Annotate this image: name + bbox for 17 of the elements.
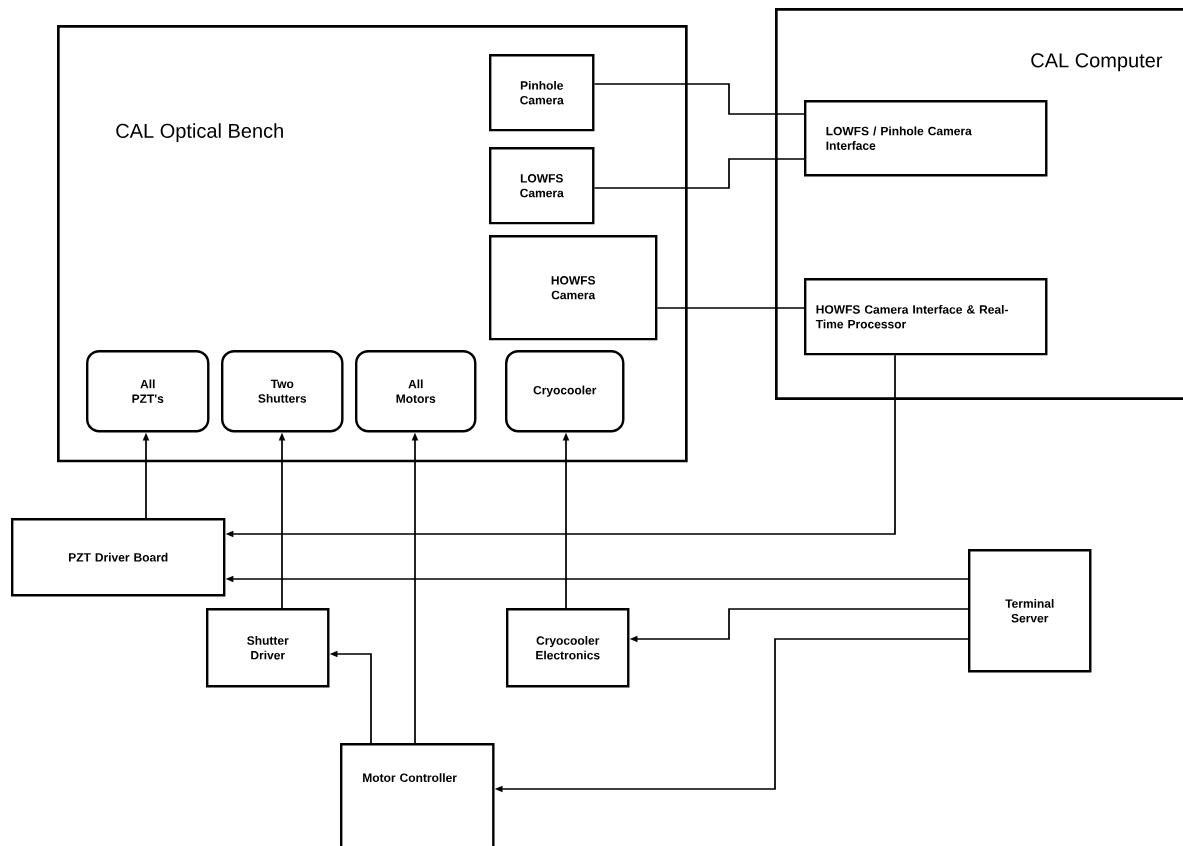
rounded-box: Cryocooler bbox=[505, 350, 625, 433]
process-box: LOWFS / Pinhole Camera Interface bbox=[804, 100, 1048, 177]
connector-line bbox=[593, 158, 805, 189]
rounded-box: All PZT's bbox=[86, 350, 210, 433]
process-box: LOWFS Camera bbox=[489, 147, 595, 225]
process-box: Shutter Driver bbox=[206, 608, 330, 688]
process-box: Terminal Server bbox=[968, 549, 1092, 673]
process-box: Cryocooler Electronics bbox=[506, 608, 630, 688]
connector-line bbox=[656, 307, 805, 309]
process-box: HOWFS Camera Interface & Real-Time Processor bbox=[804, 278, 1048, 356]
process-box: HOWFS Camera bbox=[489, 235, 658, 341]
connector-line bbox=[593, 83, 805, 115]
rounded-box: All Motors bbox=[355, 350, 477, 433]
rounded-box: Two Shutters bbox=[221, 350, 344, 433]
process-box: Pinhole Camera bbox=[489, 54, 595, 132]
process-box: Motor Controller bbox=[340, 743, 495, 846]
process-box: PZT Driver Board bbox=[11, 518, 226, 597]
